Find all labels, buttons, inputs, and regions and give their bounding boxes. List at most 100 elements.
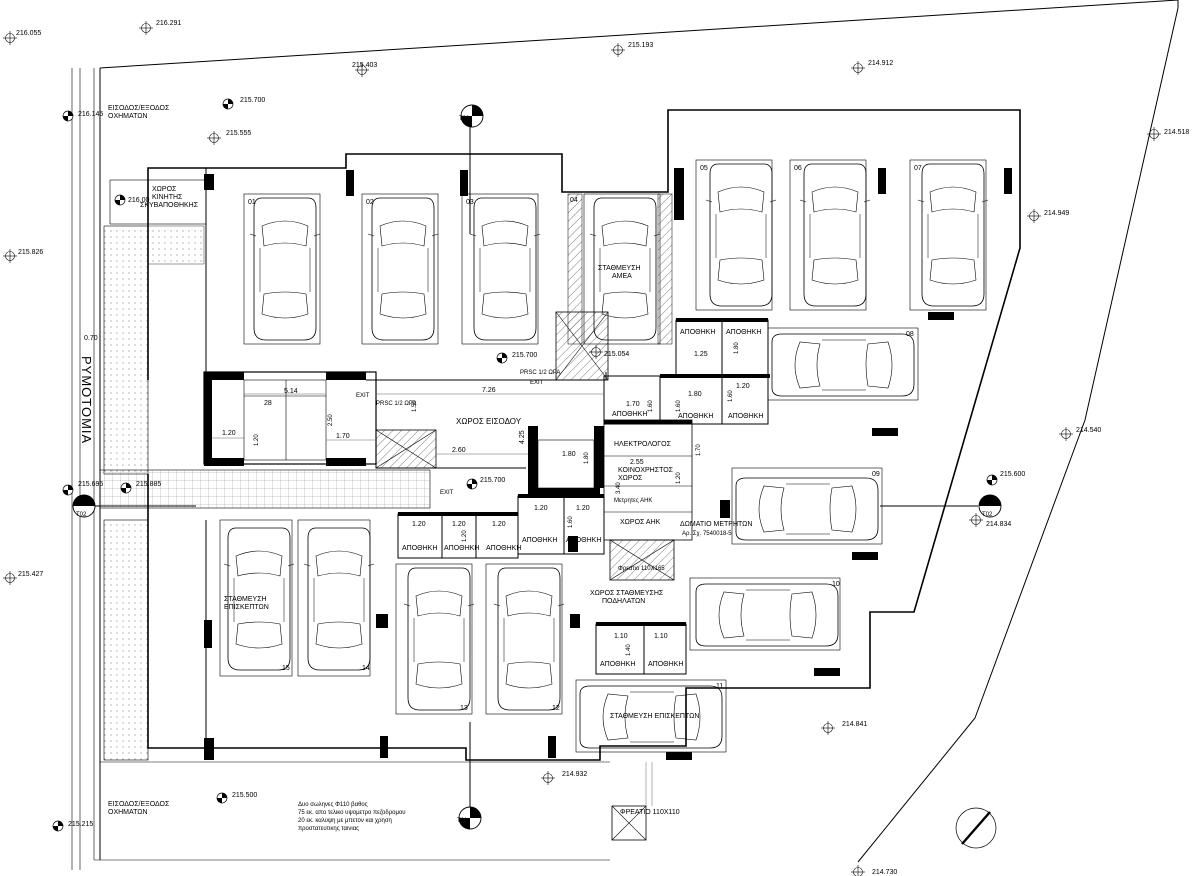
dim-text: 1.70 <box>336 433 350 440</box>
level-text: 215.555 <box>226 130 251 137</box>
space-number: 03 <box>466 199 474 206</box>
dimensions: 5.14 7.26 1.20 28 1.20 1.70 2.50 1.50 2.… <box>212 342 750 656</box>
common-space-line1: ΚΟΙΝΟΧΡΗΣΤΟΣ <box>618 467 674 474</box>
section-marker-t01-bottom: T01 <box>457 806 482 830</box>
door-note: PRSC 1/2 ΩΡΑ <box>376 401 416 407</box>
section-marker-t01-top: T01 <box>459 104 484 128</box>
storage-rooms <box>397 318 770 675</box>
garden-area-top-left <box>103 225 149 475</box>
dim-text: 1.80 <box>734 342 740 354</box>
dim-text: 1.20 <box>736 383 750 390</box>
level-text: 215.427 <box>18 571 43 578</box>
disabled-parking-line2: ΑΜΕΑ <box>612 273 632 280</box>
meter-room-line2: Αρ. Σχ. 7540018-5 <box>682 531 732 537</box>
dim-text: 1.60 <box>728 390 734 402</box>
entrance-top-line2: ΟΧΗΜΑΤΩΝ <box>108 113 148 120</box>
manhole-bottom <box>611 805 647 841</box>
section-lines <box>86 116 978 808</box>
dim-text: 1.10 <box>654 633 668 640</box>
storage-label: ΑΠΟΘΗΚΗ <box>402 545 437 552</box>
manhole-2-label: ΦΡΕΑΤΙΟ 110Χ110 <box>620 809 680 816</box>
visitor-right: ΣΤΑΘΜΕΥΣΗ ΕΠΙΣΚΕΠΤΩΝ <box>610 713 699 720</box>
level-text: 215.054 <box>604 351 629 358</box>
storage-label: ΑΠΟΘΗΚΗ <box>522 537 557 544</box>
dim-text: 1.20 <box>492 521 506 528</box>
space-number: 15 <box>282 665 290 672</box>
level-text: 214.841 <box>842 721 867 728</box>
space-number: 04 <box>570 197 578 204</box>
space-ahk: ΧΩΡΟΣ ΑΗΚ <box>620 519 661 526</box>
space-number: 08 <box>906 331 914 338</box>
dim-text: 3.40 <box>616 482 622 494</box>
dim-text: 1.70 <box>626 401 640 408</box>
t02-left-label: T02 <box>76 512 87 518</box>
manhole-1-label: Φρεατιο 110Χ165 <box>618 566 665 572</box>
storage-label: ΑΠΟΘΗΚΗ <box>600 661 635 668</box>
space-numbers: 01 02 03 04 05 06 07 08 09 10 11 12 13 1… <box>248 165 922 712</box>
entrance-hall: ΧΩΡΟΣ ΕΙΣΟΔΟΥ <box>456 417 522 426</box>
dim-text: 1.80 <box>562 451 576 458</box>
dim-text: 1.20 <box>676 472 682 484</box>
dim-text: 7.26 <box>482 387 496 394</box>
section-marker-t02-right: T02 <box>978 494 1002 518</box>
dim-text: 1.25 <box>694 351 708 358</box>
bicycle-line2: ΠΟΔΗΛΑΤΩΝ <box>602 598 645 605</box>
level-text: 216.00 <box>128 197 150 204</box>
space-number: 06 <box>794 165 802 172</box>
level-text: 214.540 <box>1076 427 1101 434</box>
visitor-left-line2: ΕΠΙΣΚΕΠΤΩΝ <box>224 604 269 611</box>
dim-text: 1.50 <box>412 400 418 412</box>
storage-label: ΑΠΟΘΗΚΗ <box>648 661 683 668</box>
dim-text: 1.20 <box>222 430 236 437</box>
space-number: 11 <box>716 683 723 690</box>
dim-text: 5.14 <box>284 388 298 395</box>
level-text: 214.912 <box>868 60 893 67</box>
dim-text: 1.60 <box>648 400 654 412</box>
t01-top-label: T01 <box>459 116 470 122</box>
storage-label: ΑΠΟΘΗΚΗ <box>726 329 761 336</box>
section-marker-t02-left: T02 <box>72 494 96 518</box>
level-text: 216.291 <box>156 20 181 27</box>
space-number: 01 <box>248 199 256 206</box>
columns <box>204 168 1012 760</box>
t01-bottom-label: T01 <box>457 818 468 824</box>
electrician-room: ΗΛΕΚΤΡΟΛΟΓΟΣ <box>614 441 672 448</box>
door-note: PRSC 1/2 ΩΡΑ <box>520 370 560 376</box>
storage-label: ΑΠΟΘΗΚΗ <box>566 537 601 544</box>
road-width-dim: 0.70 <box>84 335 98 342</box>
dim-text: 1.20 <box>412 521 426 528</box>
common-space-line2: ΧΩΡΟΣ <box>618 475 643 482</box>
storage-label: ΑΠΟΘΗΚΗ <box>612 411 647 418</box>
dim-text: 1.20 <box>254 434 260 446</box>
t02-right-label: T02 <box>982 512 993 518</box>
entrance-bottom-line1: ΕΙΣΟΔΟΣ/ΕΞΟΔΟΣ <box>108 801 170 808</box>
waste-line3: ΣΚΥΒΑΠΟΘΗΚΗΣ <box>140 202 199 209</box>
parking-bays <box>219 159 987 753</box>
level-text: 215.695 <box>78 481 103 488</box>
level-text: 214.932 <box>562 771 587 778</box>
dim-text: 2.50 <box>328 414 334 426</box>
dim-text: 1.80 <box>688 391 702 398</box>
level-text: 216.145 <box>78 111 103 118</box>
pipes-note-line3: 20 εκ. καλυψη με μπετον και χρηση <box>298 818 392 824</box>
level-text: 215.700 <box>240 97 265 104</box>
space-number: 10 <box>832 581 840 588</box>
storage-labels: ΑΠΟΘΗΚΗ ΑΠΟΘΗΚΗ ΑΠΟΘΗΚΗ ΑΠΟΘΗΚΗ ΑΠΟΘΗΚΗ … <box>402 329 763 668</box>
level-text: 215.600 <box>1000 471 1025 478</box>
level-text: 216.055 <box>16 30 41 37</box>
room-labels: ΕΙΣΟΔΟΣ/ΕΞΟΔΟΣ ΟΧΗΜΑΤΩΝ ΧΩΡΟΣ ΚΙΝΗΤΗΣ ΣΚ… <box>108 105 752 832</box>
space-number: 05 <box>700 165 708 172</box>
dim-text: 1.20 <box>452 521 466 528</box>
dim-text: 1.70 <box>696 444 702 456</box>
level-text: 215.700 <box>512 352 537 359</box>
pipes-note-line4: προστατευτικης ταινιας <box>298 826 359 832</box>
dim-text: 1.60 <box>568 516 574 528</box>
meters-ahk: Μετρητες ΑΗΚ <box>614 498 652 504</box>
dim-text: 1.20 <box>534 505 548 512</box>
dim-text: 1.20 <box>576 505 590 512</box>
space-number: 09 <box>872 471 880 478</box>
exit-sign: EXIT <box>440 490 454 496</box>
north-arrow-icon <box>955 807 997 849</box>
level-text: 215.403 <box>352 62 377 69</box>
pipes-note-line2: 75 εκ. απο τελικο υψομετρο πεζοδρομου <box>298 810 406 816</box>
